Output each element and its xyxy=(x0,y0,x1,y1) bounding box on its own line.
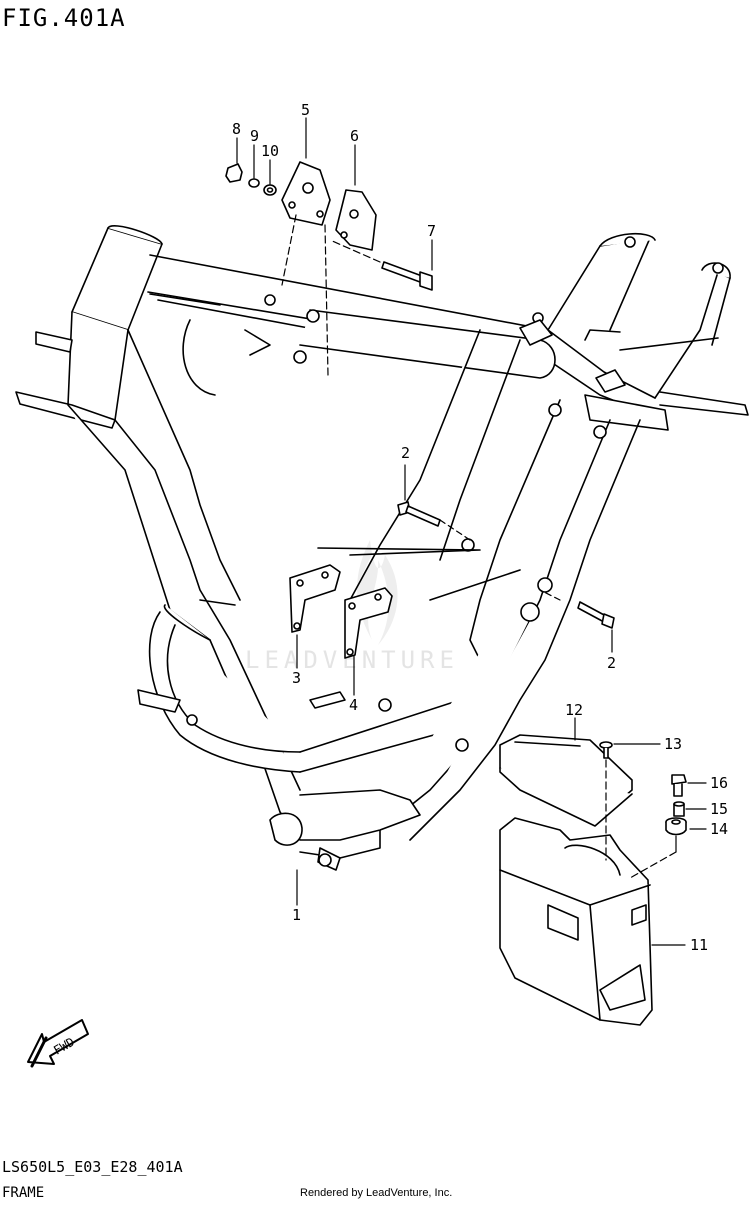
washer-9 xyxy=(248,178,260,188)
screw-13 xyxy=(599,741,613,759)
callout-9: 9 xyxy=(250,127,259,145)
collar-15 xyxy=(673,801,685,817)
callout-3: 3 xyxy=(292,669,301,687)
main-frame xyxy=(15,225,749,871)
callout-12: 12 xyxy=(565,701,583,719)
callout-15: 15 xyxy=(710,800,728,818)
render-credit: Rendered by LeadVenture, Inc. xyxy=(300,1187,453,1199)
callout-2-lower: 2 xyxy=(607,654,616,672)
callout-13: 13 xyxy=(664,735,682,753)
callout-5: 5 xyxy=(301,101,310,119)
section-label: FRAME xyxy=(2,1185,45,1201)
bolt-7 xyxy=(381,261,433,291)
diagram-code: LS650L5_E03_E28_401A xyxy=(2,1158,183,1176)
battery-cover-12 xyxy=(499,734,633,827)
callout-7: 7 xyxy=(427,222,436,240)
nut-8 xyxy=(225,163,243,183)
callout-16: 16 xyxy=(710,774,728,792)
upper-plate-5 xyxy=(281,161,331,226)
callout-4: 4 xyxy=(349,696,358,714)
bolt-2-lower xyxy=(577,601,615,629)
figure-title: FIG.401A xyxy=(2,4,126,32)
callout-6: 6 xyxy=(350,127,359,145)
engine-bracket-left xyxy=(289,564,341,633)
leader-lines xyxy=(236,117,707,946)
engine-bracket-right xyxy=(309,587,393,709)
bolt-2-upper xyxy=(397,501,441,527)
callout-8: 8 xyxy=(232,120,241,138)
callout-2-upper: 2 xyxy=(401,444,410,462)
callout-numbers: 1 2 2 3 4 5 6 7 8 9 10 11 12 13 14 15 16 xyxy=(232,101,728,954)
callout-1: 1 xyxy=(292,906,301,924)
bolt-16 xyxy=(671,774,687,797)
grommet-14 xyxy=(665,817,687,836)
callout-14: 14 xyxy=(710,820,728,838)
battery-box-11 xyxy=(499,817,653,1026)
washer-10 xyxy=(263,184,277,196)
callout-10: 10 xyxy=(261,142,279,160)
callout-11: 11 xyxy=(690,936,708,954)
fwd-arrow-icon: FWD xyxy=(27,1019,89,1068)
upper-plate-6 xyxy=(335,189,377,251)
